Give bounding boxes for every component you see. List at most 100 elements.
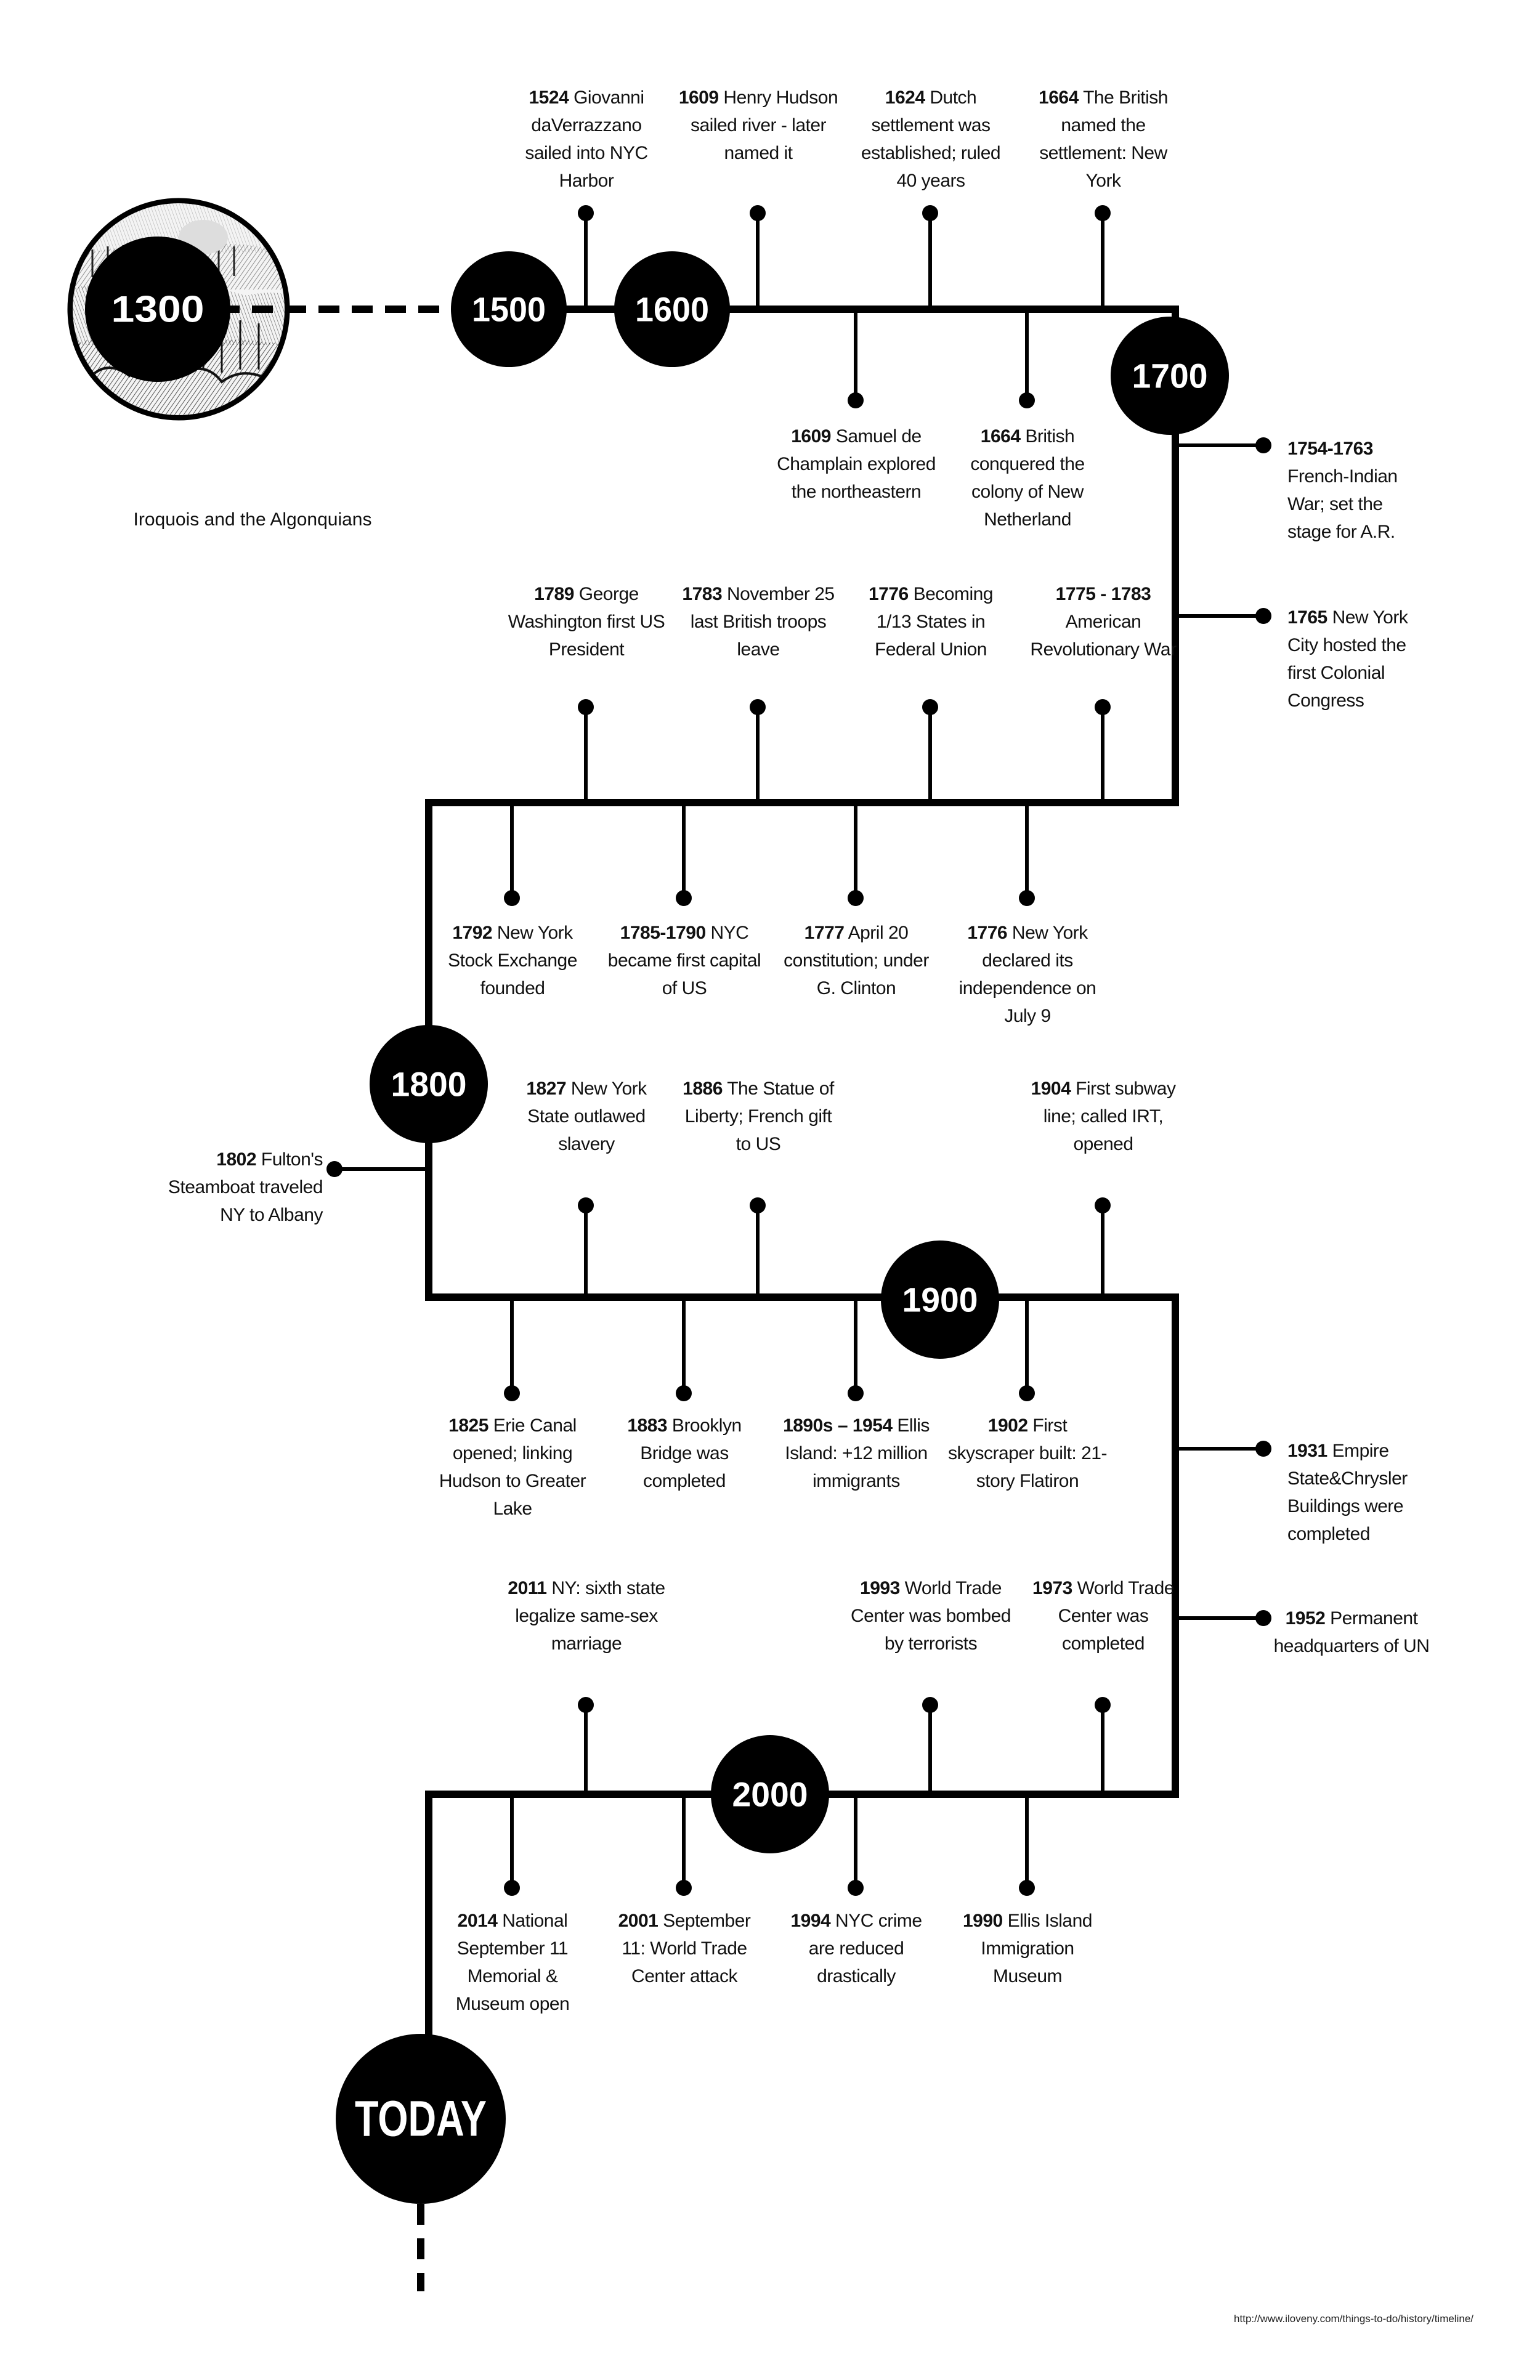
event-dot <box>1255 1441 1271 1457</box>
event-text: Samuel de Champlain explored the northea… <box>777 426 936 502</box>
era-label: 1500 <box>472 290 546 329</box>
era-circle-1300: 1300 <box>85 237 230 382</box>
event-label: 1952 Permanent headquarters of UN <box>1271 1605 1432 1660</box>
event-text: British conquered the colony of New Neth… <box>970 426 1085 530</box>
event-dot <box>1255 608 1271 624</box>
event-text: World Trade Center was bombed by terrori… <box>851 1578 1011 1654</box>
event-text: Ellis Island Immigration Museum <box>981 1911 1092 1986</box>
event-text: French-Indian War; set the stage for A.R… <box>1287 466 1398 542</box>
era-label: 1700 <box>1132 357 1208 395</box>
event-text: George Washington first US President <box>508 584 665 660</box>
event-year: 1785-1790 <box>620 923 706 943</box>
event-dot <box>578 1197 594 1213</box>
event-label: 1664 British conquered the colony of New… <box>947 423 1108 533</box>
event-dot <box>578 1697 594 1713</box>
era-circle-1800: 1800 <box>370 1025 488 1143</box>
event-label: 1789 George Washington first US Presiden… <box>506 580 667 663</box>
event-label: 1890s – 1954 Ellis Island: +12 million i… <box>776 1412 936 1495</box>
era-label: 1600 <box>635 290 709 329</box>
event-dot <box>750 205 766 221</box>
event-text: The British named the settlement: New Yo… <box>1039 87 1168 191</box>
event-year: 1990 <box>963 1911 1003 1931</box>
event-label: 1827 New York State outlawed slavery <box>506 1075 667 1158</box>
event-year: 1609 <box>678 87 719 108</box>
event-text: First skyscraper built: 21-story Flatiro… <box>948 1415 1107 1491</box>
event-dot <box>848 1880 864 1896</box>
event-text: Permanent headquarters of UN <box>1273 1608 1430 1656</box>
era-circle-today: TODAY <box>336 2034 506 2204</box>
event-dot <box>676 1385 692 1401</box>
event-year: 1890s – 1954 <box>783 1415 893 1436</box>
event-dot <box>922 1697 938 1713</box>
event-year: 1802 <box>216 1149 257 1170</box>
event-text: NY: sixth state legalize same-sex marria… <box>515 1578 665 1654</box>
event-label: 1775 - 1783 American Revolutionary War <box>1023 580 1183 663</box>
event-year: 1775 - 1783 <box>1055 584 1151 604</box>
event-text: Fulton's Steamboat traveled NY to Albany <box>168 1149 323 1225</box>
event-text: September 11: World Trade Center attack <box>622 1911 751 1986</box>
era-circle-1900: 1900 <box>881 1241 999 1359</box>
event-dot <box>848 1385 864 1401</box>
event-year: 1754-1763 <box>1287 439 1373 459</box>
event-label: 2011 NY: sixth state legalize same-sex m… <box>506 1574 667 1658</box>
event-text: Giovanni daVerrazzano sailed into NYC Ha… <box>525 87 648 191</box>
event-year: 1624 <box>885 87 925 108</box>
event-label: 1524 Giovanni daVerrazzano sailed into N… <box>506 84 667 195</box>
event-dot <box>578 699 594 715</box>
event-dot <box>676 1880 692 1896</box>
event-label: 1777 April 20 constitution; under G. Cli… <box>776 919 936 1002</box>
event-year: 1904 <box>1031 1079 1071 1099</box>
event-year: 1789 <box>534 584 574 604</box>
event-label: 1990 Ellis Island Immigration Museum <box>947 1907 1108 1990</box>
source-url[interactable]: http://www.iloveny.com/things-to-do/hist… <box>1234 2313 1473 2325</box>
event-label: 1624 Dutch settlement was established; r… <box>851 84 1011 195</box>
event-text: NYC became first capital of US <box>607 923 761 998</box>
event-dot <box>504 890 520 906</box>
event-year: 1609 <box>791 426 831 447</box>
event-label: 1883 Brooklyn Bridge was completed <box>604 1412 764 1495</box>
event-label: 1902 First skyscraper built: 21-story Fl… <box>947 1412 1108 1495</box>
event-label: 1904 First subway line; called IRT, open… <box>1023 1075 1183 1158</box>
event-text: NYC crime are reduced drastically <box>808 1911 922 1986</box>
event-dot <box>848 890 864 906</box>
event-dot <box>922 699 938 715</box>
event-dot <box>848 392 864 408</box>
event-text: Henry Hudson sailed river - later named … <box>690 87 838 163</box>
event-year: 1524 <box>529 87 569 108</box>
event-year: 1827 <box>526 1079 567 1099</box>
event-dot <box>504 1385 520 1401</box>
era-label: 1900 <box>902 1281 978 1319</box>
image-caption: Iroquois and the Algonquians <box>133 509 372 530</box>
event-text: New York City hosted the first Colonial … <box>1287 607 1408 711</box>
event-text: Dutch settlement was established; ruled … <box>861 87 1001 191</box>
timeline-path <box>219 306 1179 2291</box>
event-year: 1776 <box>967 923 1008 943</box>
event-label: 1783 November 25 last British troops lea… <box>678 580 838 663</box>
event-text: New York State outlawed slavery <box>527 1079 647 1154</box>
event-dot <box>750 1197 766 1213</box>
event-year: 2011 <box>508 1578 547 1598</box>
event-text: Empire State&Chrysler Buildings were com… <box>1287 1441 1408 1544</box>
event-label: 1931 Empire State&Chrysler Buildings wer… <box>1287 1437 1429 1548</box>
event-label: 2014 National September 11 Memorial & Mu… <box>432 1907 593 2018</box>
era-circle-1600: 1600 <box>614 251 730 367</box>
event-dot <box>1095 1697 1111 1713</box>
era-circle-1500: 1500 <box>451 251 567 367</box>
event-text: April 20 constitution; under G. Clinton <box>784 923 929 998</box>
era-label: 1800 <box>391 1065 467 1104</box>
event-year: 1776 <box>869 584 909 604</box>
event-dot <box>504 1880 520 1896</box>
event-year: 1994 <box>790 1911 831 1931</box>
event-dot <box>1019 1385 1035 1401</box>
event-text: November 25 last British troops leave <box>690 584 835 660</box>
event-text: American Revolutionary War <box>1030 612 1177 660</box>
event-dot <box>676 890 692 906</box>
event-text: Ellis Island: +12 million immigrants <box>785 1415 930 1491</box>
event-text: New York Stock Exchange founded <box>448 923 577 998</box>
event-dot <box>1255 1610 1271 1626</box>
era-circle-2000: 2000 <box>711 1735 829 1853</box>
event-text: Becoming 1/13 States in Federal Union <box>875 584 993 660</box>
event-label: 1973 World Trade Center was completed <box>1023 1574 1183 1658</box>
event-year: 1765 <box>1287 607 1327 628</box>
